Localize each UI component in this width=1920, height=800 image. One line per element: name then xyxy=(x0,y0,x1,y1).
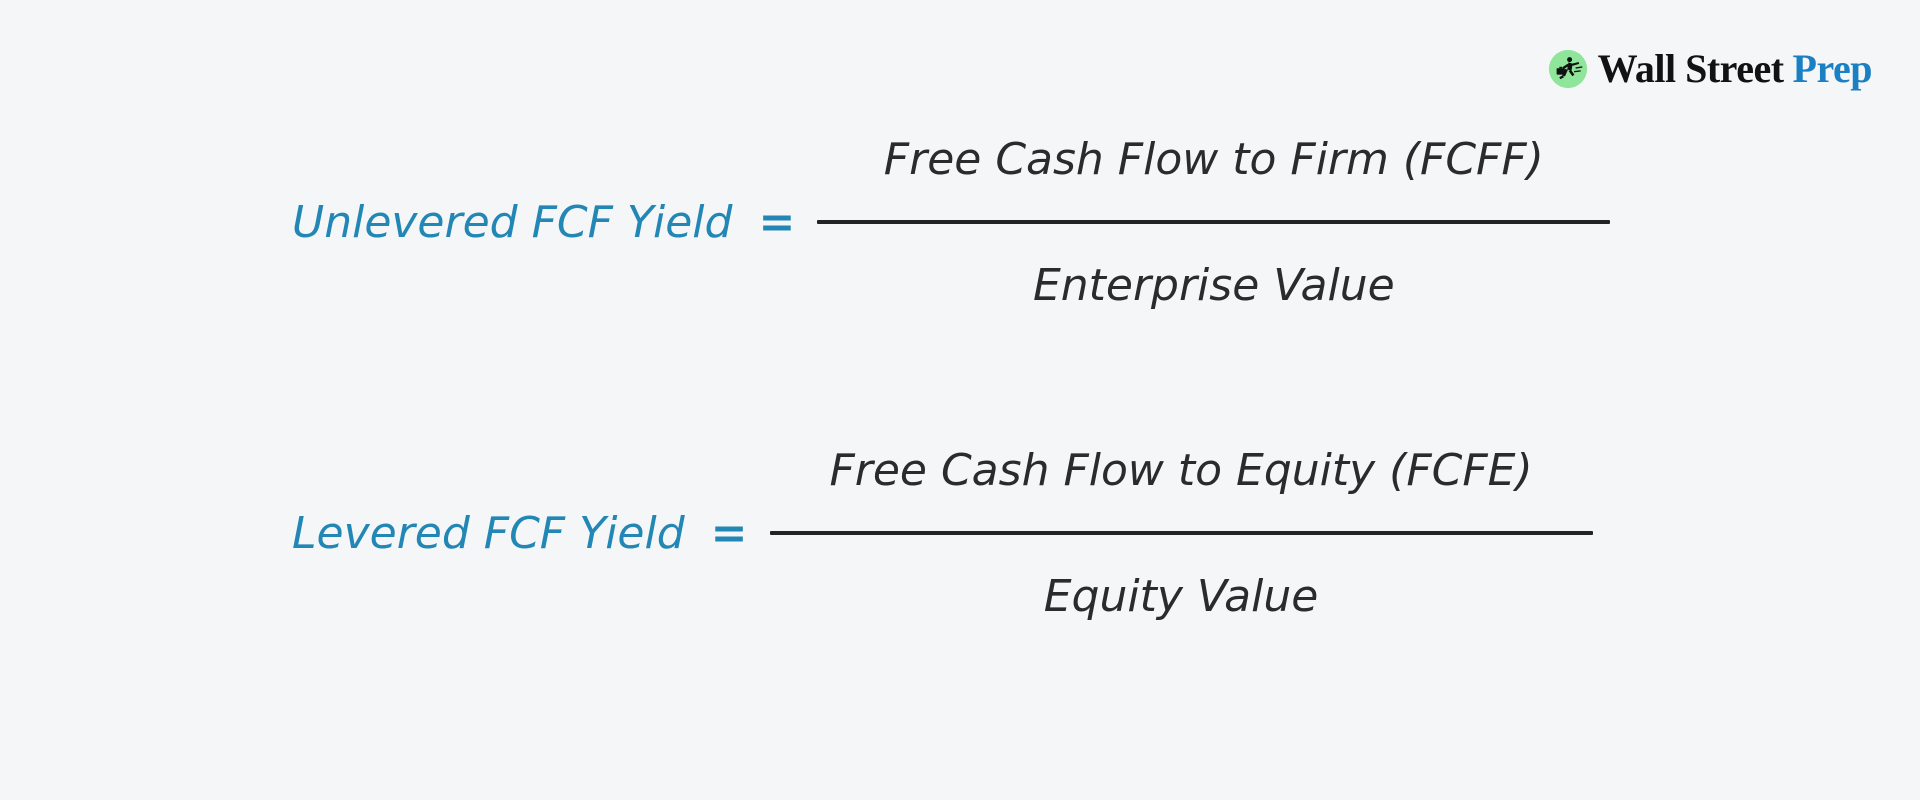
formula-label-unlevered: Unlevered FCF Yield xyxy=(292,197,733,248)
running-businessman-icon xyxy=(1548,50,1587,88)
formula-levered-fcf-yield: Levered FCF Yield = Free Cash Flow to Eq… xyxy=(292,449,1593,619)
equals-sign-unlevered: = xyxy=(758,197,796,248)
fraction-unlevered: Free Cash Flow to Firm (FCFF) Enterprise… xyxy=(817,134,1611,311)
fraction-numerator-unlevered: Free Cash Flow to Firm (FCFF) xyxy=(883,134,1544,185)
fraction-bar-unlevered xyxy=(817,220,1611,224)
fraction-denominator-levered: Equity Value xyxy=(1043,571,1319,622)
formula-label-levered: Levered FCF Yield xyxy=(292,508,685,559)
formula-unlevered-fcf-yield: Unlevered FCF Yield = Free Cash Flow to … xyxy=(292,134,1611,311)
brand-word-accent: Prep xyxy=(1792,46,1873,91)
fraction-bar-levered xyxy=(769,531,1593,535)
fraction-denominator-unlevered: Enterprise Value xyxy=(1032,260,1395,311)
brand-word-primary: Wall Street xyxy=(1597,46,1784,91)
equals-sign-levered: = xyxy=(710,508,748,559)
fraction-numerator-levered: Free Cash Flow to Equity (FCFE) xyxy=(829,445,1533,496)
fraction-levered: Free Cash Flow to Equity (FCFE) Equity V… xyxy=(769,445,1593,622)
